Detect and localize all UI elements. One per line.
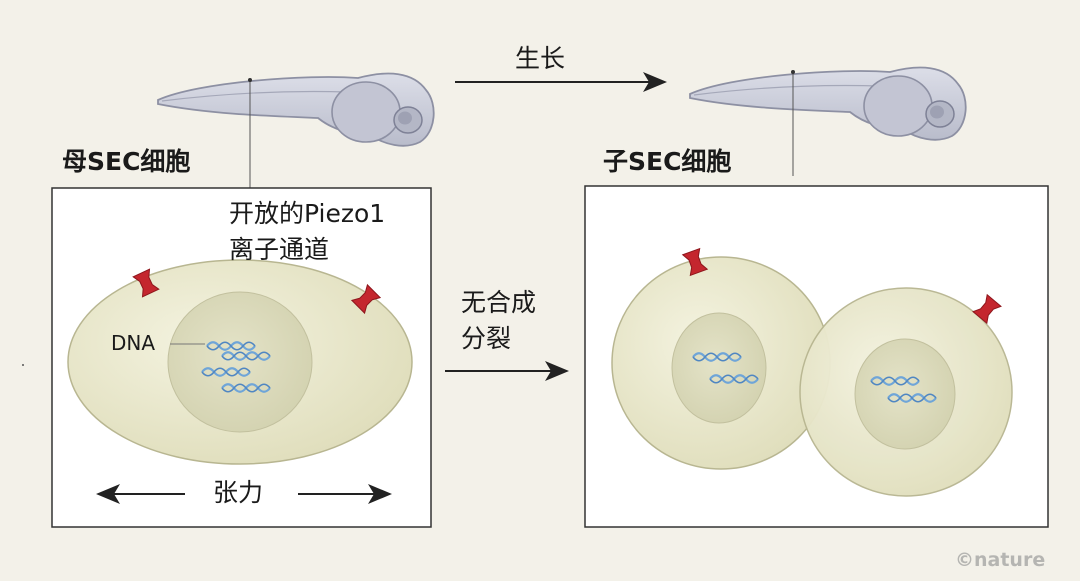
daughter-cell-left: [611, 256, 831, 470]
zebrafish-larva-icon: [689, 66, 967, 141]
nature-credit: ©nature: [955, 549, 1046, 571]
pointer-dot-daughter: [791, 70, 795, 74]
daughter-heading: 子SEC细胞: [603, 147, 732, 176]
mother-cell: [67, 259, 413, 465]
pointer-dot-mother: [248, 78, 252, 82]
channel-label-line2: 离子通道: [229, 235, 330, 264]
zebrafish-larva-icon: [157, 72, 435, 147]
transition-label-line1: 无合成: [461, 288, 537, 317]
nucleus: [671, 312, 767, 424]
nucleus: [167, 291, 313, 433]
dna-label: DNA: [111, 331, 156, 355]
mother-heading: 母SEC细胞: [62, 147, 191, 176]
daughter-cell-right: [799, 287, 1013, 497]
growth-label: 生长: [515, 44, 566, 73]
tension-label: 张力: [213, 478, 264, 507]
transition-label-line2: 分裂: [461, 324, 512, 353]
edge-mark: [22, 364, 24, 366]
channel-label-line1: 开放的Piezo1: [229, 199, 386, 228]
